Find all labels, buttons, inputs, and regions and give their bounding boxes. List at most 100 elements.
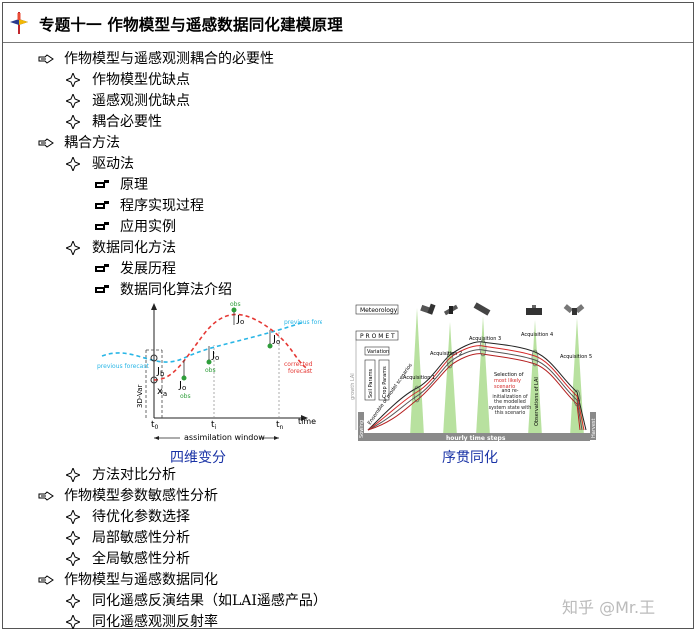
x-axis-arrow	[301, 415, 308, 421]
acq-band-3	[476, 316, 490, 436]
promet-box	[355, 330, 399, 341]
caption-sequential: 序贯同化	[442, 450, 498, 466]
x-tick-2: t	[276, 420, 280, 430]
pin-icon	[10, 12, 28, 34]
obs-point-2	[206, 359, 212, 365]
xa-subscript: a	[163, 390, 167, 398]
acq-label-1: Acquisition 1	[403, 375, 435, 381]
diamond-star-icon	[66, 241, 80, 255]
outline-item-label: 数据同化方法	[92, 240, 176, 256]
corrected-forecast-curve	[153, 313, 310, 381]
pointing-hand-icon	[38, 54, 54, 64]
acq-ellipse-5	[573, 389, 581, 407]
acq-label-4: Acquisition 4	[521, 332, 553, 338]
outline-item-label: 全局敏感性分析	[92, 551, 190, 567]
selection-post-wrap: and re-initialization of the modelled sy…	[488, 389, 532, 417]
outline-item-label: 耦合方法	[64, 135, 120, 151]
analysis-point	[150, 376, 158, 384]
time-bar	[358, 433, 590, 441]
diamond-star-icon	[66, 115, 80, 129]
variation-box	[364, 346, 390, 356]
x-tick-sub-1: i	[215, 424, 217, 431]
watermark: 知乎 @Mr.王	[562, 598, 656, 617]
jb-label: J	[156, 366, 160, 377]
outline-item-label: 作物模型优缺点	[92, 72, 190, 88]
outline-item-label: 作物模型参数敏感性分析	[64, 488, 218, 504]
4dvar-diagram: Jo Jo Jo Jo Jb xa obs obs obs previous f…	[97, 301, 336, 442]
selection-post: and re-initialization of the modelled sy…	[488, 389, 532, 417]
finger-point-icon	[95, 285, 109, 293]
svg-text:Jo: Jo	[178, 380, 186, 392]
satellite-icon-2	[443, 304, 459, 316]
diamond-star-icon	[66, 94, 80, 108]
outline-item-label: 应用实例	[120, 219, 176, 235]
crop-params-label: Crop Params	[382, 366, 388, 398]
corrected-label: corrected	[284, 361, 313, 368]
x-tick-1: t	[211, 420, 215, 430]
finger-point-icon	[95, 264, 109, 272]
obs-vertical-label: Observations of LAI	[534, 377, 540, 426]
outline-item-label: 待优化参数选择	[92, 509, 190, 525]
diamond-star-icon	[66, 157, 80, 171]
diamond-star-icon	[66, 552, 80, 566]
ensemble-curve-2	[367, 345, 585, 431]
outline-item-label: 驱动法	[92, 156, 134, 172]
outline-item-label: 数据同化算法介绍	[120, 282, 232, 298]
window-label: assimilation window	[184, 433, 265, 442]
previous-label-right: previous forecast	[284, 319, 322, 326]
window-span-arrow-right	[274, 436, 279, 440]
acq-band-1	[410, 308, 424, 436]
svg-text:ti: ti	[211, 420, 217, 431]
pointing-hand-icon	[38, 491, 54, 501]
satellite-icon-1	[420, 303, 436, 315]
jo-subscript-2: o	[215, 354, 219, 362]
outline-item-label: 遥感观测优缺点	[92, 93, 190, 109]
ensemble-curve-4	[367, 353, 581, 431]
acq-band-4	[528, 320, 542, 436]
finger-point-icon	[95, 180, 109, 188]
previous-forecast-curve	[101, 321, 305, 363]
obs-label: obs	[230, 301, 241, 308]
x-tick-0: t	[151, 420, 155, 430]
satellite-icon-3	[473, 302, 491, 316]
jo-label-3: J	[272, 334, 276, 345]
jo-subscript-3: o	[276, 338, 280, 346]
figure-4dvar: Jo Jo Jo Jo Jb xa obs obs obs previous f…	[94, 300, 336, 445]
harvest-label: Harvest	[591, 418, 597, 438]
acq-ellipse-1	[413, 385, 421, 403]
xa-label: x	[157, 386, 163, 397]
figure-sequential: hourly time steps Sowing Harvest growth …	[348, 300, 600, 445]
acq-band-2	[443, 322, 457, 436]
diamond-star-icon	[66, 510, 80, 524]
acq-label-2: Acquisition 2	[430, 351, 462, 357]
jo-subscript-4: o	[182, 384, 186, 392]
time-label: hourly time steps	[446, 435, 506, 442]
slide-header: 专题十一 作物模型与遥感数据同化建模原理	[3, 3, 693, 43]
obs-label-3: obs	[205, 367, 216, 374]
svg-text:Jo: Jo	[272, 334, 280, 346]
diamond-star-icon	[66, 615, 80, 629]
forecast-label: forecast	[288, 368, 313, 375]
background-point	[150, 354, 158, 362]
jo-label-2: J	[211, 350, 215, 361]
acq-label-3: Acquisition 3	[469, 336, 501, 342]
acq-ellipse-4	[531, 349, 539, 367]
xlabel: time	[298, 417, 316, 426]
ylabel: 3D-Var	[136, 385, 144, 408]
outline-item-label: 作物模型与遥感观测耦合的必要性	[64, 51, 274, 67]
diamond-star-icon	[66, 594, 80, 608]
acq-ellipse-2	[446, 351, 454, 369]
outline-item-label: 耦合必要性	[92, 114, 162, 130]
selection-hl2: scenario	[494, 384, 515, 390]
acq-label-5: Acquisition 5	[560, 354, 592, 360]
outline-item-label: 程序实现过程	[120, 198, 204, 214]
window-label-bg	[180, 431, 260, 442]
outline-item-label: 发展历程	[120, 261, 176, 277]
finger-point-icon	[95, 201, 109, 209]
sowing-bar	[358, 412, 364, 440]
acq-ellipse-3	[479, 339, 487, 357]
caption-4dvar: 四维变分	[170, 450, 226, 466]
soil-params-box	[364, 359, 376, 401]
jo-label-4: J	[178, 380, 182, 391]
